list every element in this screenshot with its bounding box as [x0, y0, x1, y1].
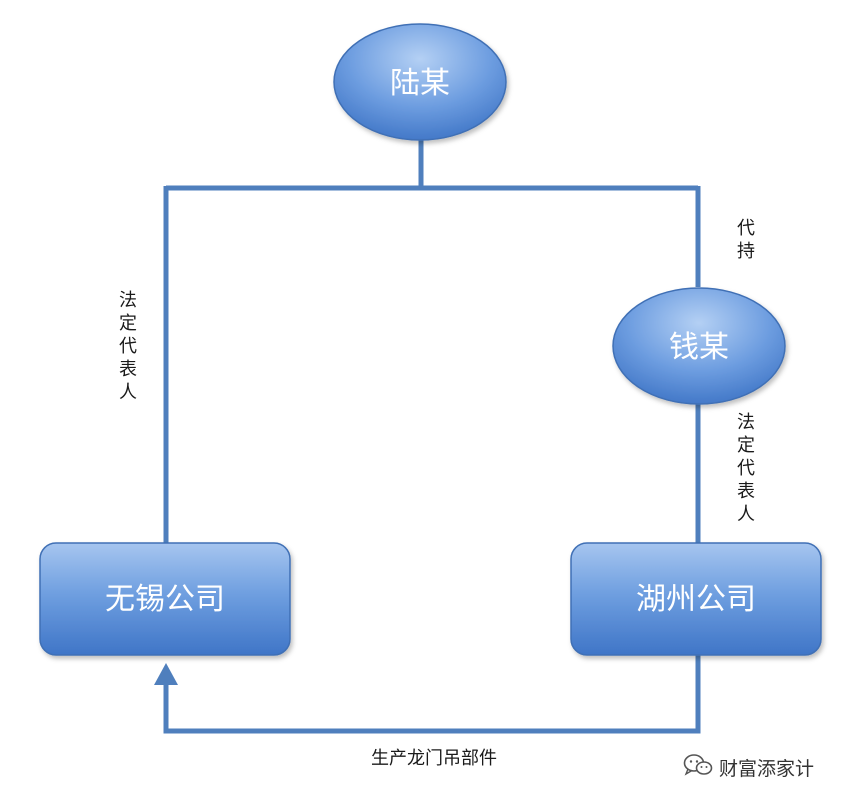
- node-huzhou-label: 湖州公司: [636, 582, 756, 617]
- edge-label-huzhou-wuxi: 生产龙门吊部件: [371, 748, 497, 769]
- node-qian-shape: [612, 287, 786, 405]
- node-wuxi-shape: [39, 542, 291, 656]
- node-wuxi: 无锡公司: [39, 542, 291, 656]
- node-qian-label: 钱某: [669, 330, 729, 365]
- node-lu-label: 陆某: [390, 66, 450, 101]
- node-wuxi-label: 无锡公司: [105, 582, 225, 617]
- node-qian: 钱某: [612, 287, 786, 405]
- watermark: 财富添家计: [683, 752, 814, 782]
- connectors: [163, 140, 701, 734]
- node-lu: 陆某: [333, 23, 507, 141]
- node-huzhou: 湖州公司: [570, 542, 822, 656]
- node-huzhou-shape: [570, 542, 822, 656]
- wechat-icon: [683, 753, 713, 782]
- edge-label-lu-qian: 代持: [737, 218, 755, 262]
- arrow-head-icon: [154, 663, 178, 685]
- watermark-text: 财富添家计: [719, 757, 815, 780]
- edge-label-qian-huzhou: 法定代表人: [737, 412, 755, 525]
- edge-label-lu-wuxi: 法定代表人: [119, 290, 137, 403]
- line-bottom-arrow-path: [163, 655, 701, 734]
- node-lu-shape: [333, 23, 507, 141]
